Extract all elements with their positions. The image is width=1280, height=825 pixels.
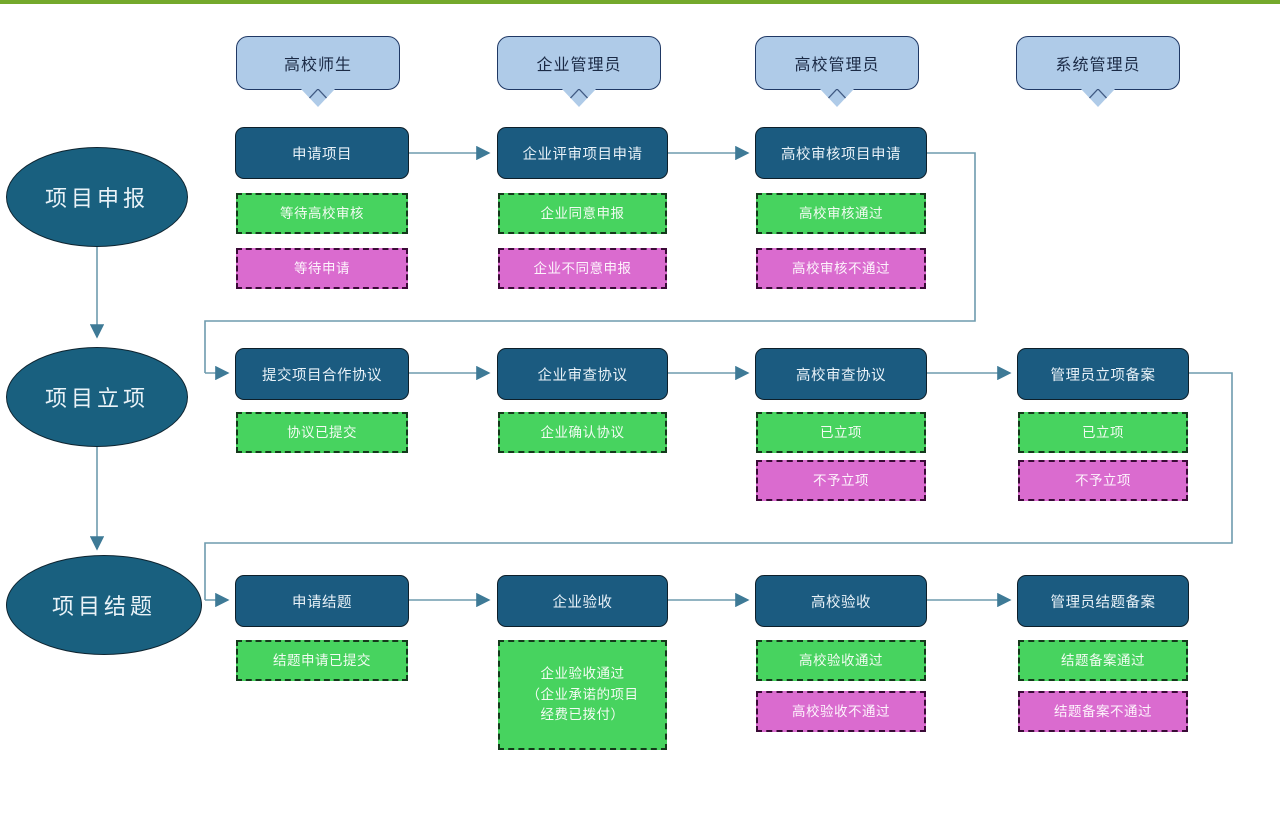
status-project-not-approved-admin: 不予立项 bbox=[1018, 460, 1188, 501]
status-label: 协议已提交 bbox=[287, 424, 357, 440]
status-label: 等待高校审核 bbox=[280, 205, 364, 221]
status-label: 已立项 bbox=[820, 424, 862, 440]
bubble-tail-icon bbox=[301, 89, 335, 107]
node-label: 申请结题 bbox=[292, 594, 352, 611]
node-label: 企业评审项目申请 bbox=[522, 146, 643, 163]
node-label: 管理员立项备案 bbox=[1050, 367, 1156, 384]
stage-label: 项目立项 bbox=[44, 386, 149, 411]
bubble-tail-icon bbox=[820, 89, 854, 107]
node-enterprise-check-agreement[interactable]: 企业审查协议 bbox=[497, 348, 668, 400]
node-apply-completion[interactable]: 申请结题 bbox=[235, 575, 409, 627]
node-submit-cooperation-agreement[interactable]: 提交项目合作协议 bbox=[235, 348, 409, 400]
status-label: 结题申请已提交 bbox=[273, 652, 371, 668]
status-label: 高校验收通过 bbox=[799, 652, 883, 668]
status-label: 已立项 bbox=[1082, 424, 1124, 440]
status-enterprise-confirm-agreement: 企业确认协议 bbox=[498, 412, 667, 453]
status-university-review-failed: 高校审核不通过 bbox=[756, 248, 926, 289]
status-university-acceptance-passed: 高校验收通过 bbox=[756, 640, 926, 681]
status-enterprise-agree-application: 企业同意申报 bbox=[498, 193, 667, 234]
node-label: 企业审查协议 bbox=[537, 367, 628, 384]
stage-label: 项目结题 bbox=[51, 594, 156, 619]
status-label: 高校验收不通过 bbox=[792, 703, 890, 719]
bubble-tail-icon bbox=[1081, 89, 1115, 107]
status-label: 高校审核通过 bbox=[799, 205, 883, 221]
node-apply-project[interactable]: 申请项目 bbox=[235, 127, 409, 179]
status-university-review-passed: 高校审核通过 bbox=[756, 193, 926, 234]
node-label: 高校审核项目申请 bbox=[781, 146, 901, 163]
role-label: 高校师生 bbox=[283, 57, 352, 74]
status-enterprise-acceptance-passed: 企业验收通过 （企业承诺的项目 经费已拨付） bbox=[498, 640, 667, 750]
node-admin-record-approval[interactable]: 管理员立项备案 bbox=[1017, 348, 1189, 400]
status-completion-record-failed: 结题备案不通过 bbox=[1018, 691, 1188, 732]
node-enterprise-review-application[interactable]: 企业评审项目申请 bbox=[497, 127, 668, 179]
node-label: 申请项目 bbox=[292, 146, 352, 163]
role-bubble-university-admin: 高校管理员 bbox=[755, 36, 919, 107]
status-label-line3: 经费已拨付） bbox=[540, 707, 625, 723]
role-bubble-enterprise-admin: 企业管理员 bbox=[497, 36, 661, 107]
stage-ellipse-completion: 项目结题 bbox=[6, 555, 202, 655]
status-agreement-submitted: 协议已提交 bbox=[236, 412, 408, 453]
status-label: 企业同意申报 bbox=[540, 205, 625, 221]
status-label: 不予立项 bbox=[1075, 472, 1131, 488]
node-enterprise-acceptance[interactable]: 企业验收 bbox=[497, 575, 668, 627]
role-label: 系统管理员 bbox=[1055, 57, 1141, 74]
status-completion-request-submitted: 结题申请已提交 bbox=[236, 640, 408, 681]
status-project-not-approved-university: 不予立项 bbox=[756, 460, 926, 501]
role-label: 企业管理员 bbox=[536, 57, 622, 74]
status-label: 结题备案通过 bbox=[1061, 652, 1145, 668]
node-label: 管理员结题备案 bbox=[1050, 594, 1156, 611]
bubble-tail-icon bbox=[562, 89, 596, 107]
status-label: 企业不同意申报 bbox=[533, 260, 632, 276]
role-bubble-system-admin: 系统管理员 bbox=[1016, 36, 1180, 107]
status-project-approved-university: 已立项 bbox=[756, 412, 926, 453]
status-label: 不予立项 bbox=[813, 472, 869, 488]
node-university-review-application[interactable]: 高校审核项目申请 bbox=[755, 127, 927, 179]
status-label-line2: （企业承诺的项目 bbox=[526, 686, 639, 702]
node-university-acceptance[interactable]: 高校验收 bbox=[755, 575, 927, 627]
node-label: 企业验收 bbox=[552, 594, 613, 611]
status-label: 等待申请 bbox=[294, 260, 350, 276]
top-accent-bar bbox=[0, 0, 1280, 4]
status-university-acceptance-failed: 高校验收不通过 bbox=[756, 691, 926, 732]
stage-label: 项目申报 bbox=[44, 186, 149, 211]
role-bubble-student: 高校师生 bbox=[236, 36, 400, 107]
status-completion-record-passed: 结题备案通过 bbox=[1018, 640, 1188, 681]
status-label: 结题备案不通过 bbox=[1054, 703, 1152, 719]
status-project-approved-admin: 已立项 bbox=[1018, 412, 1188, 453]
role-label: 高校管理员 bbox=[794, 57, 880, 74]
status-waiting-application: 等待申请 bbox=[236, 248, 408, 289]
node-label: 提交项目合作协议 bbox=[262, 367, 382, 384]
status-waiting-university-review: 等待高校审核 bbox=[236, 193, 408, 234]
status-label: 高校审核不通过 bbox=[792, 260, 890, 276]
stage-ellipse-approval: 项目立项 bbox=[6, 347, 188, 447]
node-university-check-agreement[interactable]: 高校审查协议 bbox=[755, 348, 927, 400]
node-label: 高校验收 bbox=[811, 594, 871, 611]
node-admin-record-completion[interactable]: 管理员结题备案 bbox=[1017, 575, 1189, 627]
status-label-line1: 企业验收通过 bbox=[540, 665, 625, 681]
status-label: 企业确认协议 bbox=[540, 424, 625, 440]
stage-ellipse-application: 项目申报 bbox=[6, 147, 188, 247]
status-enterprise-reject-application: 企业不同意申报 bbox=[498, 248, 667, 289]
node-label: 高校审查协议 bbox=[796, 367, 886, 384]
